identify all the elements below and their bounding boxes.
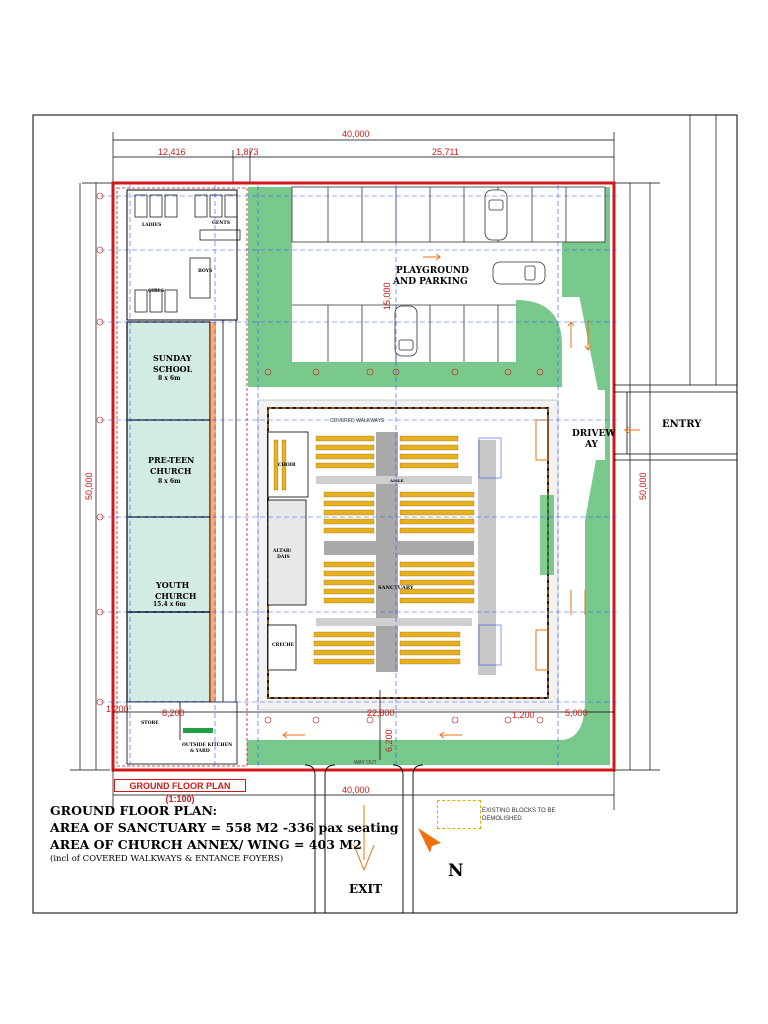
- dim-overall-depth-left: 50,000: [84, 472, 94, 500]
- note-line-2: AREA OF SANCTUARY = 558 M2 -336 pax seat…: [50, 820, 399, 835]
- floor-plan-notes: GROUND FLOOR PLAN: AREA OF SANCTUARY = 5…: [50, 802, 399, 865]
- top-dimensions: [82, 132, 660, 184]
- dim-north-mid: 15,000: [382, 282, 392, 310]
- dim-seg-left: 12,416: [158, 147, 186, 157]
- label-boys: BOYS: [198, 268, 212, 274]
- drawing-title-bar: GROUND FLOOR PLAN (1:100): [114, 779, 246, 804]
- label-and-yard: & YARD: [190, 748, 210, 754]
- label-preteen-1: PRE-TEEN: [148, 455, 194, 465]
- note-line-1: GROUND FLOOR PLAN:: [50, 803, 218, 818]
- structural-grid: [100, 185, 620, 770]
- label-youth-1: YOUTH: [155, 580, 190, 590]
- exit-arrow-icon: [353, 805, 375, 872]
- label-sunday-school-size: 8 x 6m: [158, 375, 181, 382]
- label-aisle: AISLE: [389, 478, 404, 483]
- label-youth-size: 15.4 x 6m: [153, 601, 187, 608]
- label-altar: ALTAR/: [272, 548, 292, 554]
- label-sunday-school-1: SUNDAY: [153, 353, 192, 363]
- label-choir: CHOIR: [278, 462, 296, 468]
- dim-bottom-c: 22,800: [367, 708, 395, 718]
- north-arrow-icon: [418, 828, 441, 853]
- left-dimensions: [70, 183, 110, 771]
- label-preteen-2: CHURCH: [150, 466, 192, 476]
- label-store: STORE: [141, 720, 159, 726]
- label-dais: DAIS: [277, 554, 290, 560]
- label-playground: PLAYGROUND: [396, 266, 469, 276]
- dim-bottom-a: 1,200: [106, 704, 129, 714]
- label-driveway-1: DRIVEW: [572, 429, 616, 439]
- label-exit: EXIT: [349, 882, 382, 896]
- bottom-dimensions: [112, 690, 615, 810]
- dim-overall-width-top: 40,000: [342, 129, 370, 139]
- legend-swatch: [437, 800, 481, 829]
- label-sunday-school-2: SCHOOL: [153, 364, 193, 374]
- dim-bottom-d: 1,200: [512, 710, 535, 720]
- label-covered-walkways: COVERED WALKWAYS: [330, 418, 385, 424]
- drawing-frame: [32, 114, 738, 914]
- note-line-4: (incl of COVERED WALKWAYS & ENTANCE FOYE…: [50, 854, 284, 864]
- label-girls: GIRLS: [148, 288, 164, 294]
- label-entry: ENTRY: [662, 419, 702, 430]
- car-icon: [394, 189, 546, 357]
- dim-bottom-b: 8,200: [162, 708, 185, 718]
- dim-overall-depth-right: 50,000: [638, 472, 648, 500]
- annex-wing: [116, 187, 248, 767]
- exit-road: [304, 764, 424, 913]
- dim-seg-mid: 1,873: [236, 147, 259, 157]
- label-and-parking: AND PARKING: [392, 277, 468, 287]
- label-ladies: LADIES: [142, 222, 161, 228]
- label-preteen-size: 8 x 6m: [158, 478, 181, 485]
- dim-vertical-mid: 6,200: [384, 729, 394, 752]
- label-way-out: WAY OUT: [354, 760, 377, 766]
- label-driveway-2: AY: [584, 440, 599, 450]
- flow-arrows: [282, 253, 640, 739]
- label-outside-kitchen: OUTSIDE KITCHEN: [182, 742, 232, 748]
- dim-bottom-e: 5,000: [565, 708, 588, 718]
- grid-markers: [96, 192, 544, 724]
- legend-existing-blocks: EXISTING BLOCKS TO BE DEMOLISHED: [482, 808, 556, 822]
- right-dimensions: [614, 115, 717, 771]
- label-north: N: [448, 861, 464, 881]
- dim-seg-right: 25,711: [432, 147, 459, 157]
- seating-rows: [273, 435, 475, 665]
- dim-bottom-width: 40,000: [342, 785, 370, 795]
- label-youth-2: CHURCH: [155, 591, 197, 601]
- entry-gate: [614, 384, 737, 461]
- label-creche: CRECHE: [272, 642, 295, 648]
- label-gents: GENTS: [212, 220, 230, 226]
- note-line-3: AREA OF CHURCH ANNEX/ WING = 403 M2: [50, 837, 362, 852]
